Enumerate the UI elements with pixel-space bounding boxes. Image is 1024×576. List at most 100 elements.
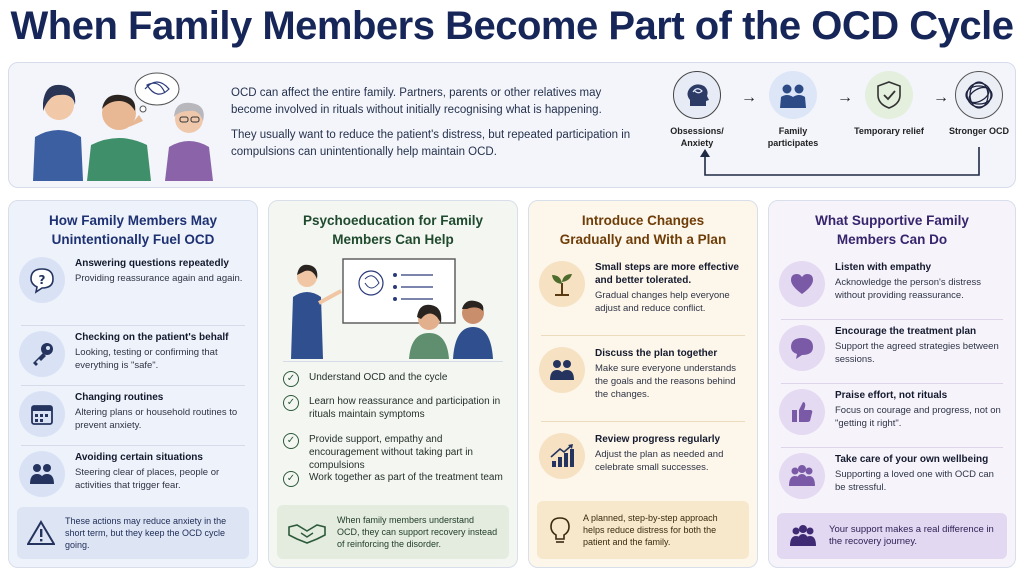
cycle-step-obsessions: Obsessions/ Anxiety — [657, 71, 737, 149]
divider — [21, 445, 245, 446]
psycho-item: ✓ Understand OCD and the cycle — [283, 371, 505, 387]
divider — [781, 447, 1003, 448]
calendar-icon — [19, 391, 65, 437]
supportive-note-text: Your support makes a real difference in … — [829, 524, 994, 547]
fuel-item-title: Avoiding certain situations — [75, 452, 203, 463]
supportive-note: Your support makes a real difference in … — [777, 513, 1007, 559]
fuel-item-title: Changing routines — [75, 392, 164, 403]
fuel-item-text: Altering plans or household routines to … — [75, 407, 238, 431]
head-thoughts-icon — [673, 71, 721, 119]
supportive-item-text: Acknowledge the person's distress withou… — [835, 277, 981, 301]
group-icon — [779, 453, 825, 499]
intro-text: OCD can affect the entire family. Partne… — [231, 85, 641, 169]
psycho-item: ✓ Learn how reassurance and participatio… — [283, 395, 505, 421]
key-icon — [19, 331, 65, 377]
page-title: When Family Members Become Part of the O… — [10, 4, 1014, 48]
gradual-item-title: Small steps are more effective and bette… — [595, 262, 739, 286]
psycho-item: ✓ Work together as part of the treatment… — [283, 471, 505, 487]
supportive-item-text: Focus on courage and progress, not on "g… — [835, 405, 1001, 429]
fuel-ocd-panel: How Family Members May Unintentionally F… — [8, 200, 258, 568]
cycle-label: Obsessions/ Anxiety — [670, 126, 724, 148]
intro-paragraph-1: OCD can affect the entire family. Partne… — [231, 87, 602, 116]
gradual-note: A planned, step-by-step approach helps r… — [537, 501, 749, 559]
fuel-item-text: Looking, testing or confirming that ever… — [75, 347, 218, 371]
scribble-icon — [955, 71, 1003, 119]
warning-icon — [27, 520, 55, 545]
gradual-heading: Introduce Changes Gradually and With a P… — [559, 213, 727, 247]
group-icon — [790, 525, 816, 546]
checkmark-icon: ✓ — [283, 471, 299, 487]
psycho-item-text: Understand OCD and the cycle — [309, 372, 448, 383]
cycle-arrow-icon: → — [741, 89, 757, 106]
divider — [781, 319, 1003, 320]
family-illustration — [33, 72, 213, 181]
supportive-item-text: Support the agreed strategies between se… — [835, 341, 999, 365]
teaching-illustration — [291, 258, 493, 359]
supportive-item-title: Encourage the treatment plan — [835, 326, 977, 337]
divider — [283, 361, 503, 362]
supportive-panel: What Supportive Family Members Can Do Li… — [768, 200, 1016, 568]
intro-paragraph-2: They usually want to reduce the patient'… — [231, 129, 631, 158]
thumbs-up-icon — [779, 389, 825, 435]
fuel-item-title: Answering questions repeatedly — [75, 258, 229, 269]
cycle-label: Stronger OCD — [948, 126, 1009, 136]
fuel-item-text: Steering clear of places, people or acti… — [75, 467, 220, 491]
psychoeducation-panel: Psychoeducation for Family Members Can H… — [268, 200, 518, 568]
heart-icon — [779, 261, 825, 307]
divider — [781, 383, 1003, 384]
psycho-item-text: Learn how reassurance and participation … — [309, 396, 501, 420]
people-icon — [539, 347, 585, 393]
divider — [21, 385, 245, 386]
supportive-item-title: Praise effort, not rituals — [835, 390, 948, 401]
family-icon — [769, 71, 817, 119]
cycle-step-stronger: Stronger OCD — [945, 71, 1013, 137]
fuel-heading: How Family Members May Unintentionally F… — [48, 213, 218, 247]
fuel-note-text: These actions may reduce anxiety in the … — [65, 516, 227, 550]
cycle-step-relief: Temporary relief — [849, 71, 929, 137]
cycle-arrow-icon: → — [837, 89, 853, 106]
gradual-item-title: Discuss the plan together — [595, 348, 718, 359]
cycle-return-arrow-icon — [700, 147, 980, 176]
psycho-item-text: Work together as part of the treatment t… — [309, 472, 503, 483]
psycho-note: When family members understand OCD, they… — [277, 505, 509, 559]
cycle-label: Temporary relief — [854, 126, 924, 136]
cycle-arrow-icon: → — [933, 89, 949, 106]
people-icon — [19, 451, 65, 497]
psycho-item-text: Provide support, empathy and encourageme… — [309, 434, 473, 471]
supportive-item-text: Supporting a loved one with OCD can be s… — [835, 469, 994, 493]
checkmark-icon: ✓ — [283, 395, 299, 411]
growth-chart-icon — [539, 433, 585, 479]
psycho-item: ✓ Provide support, empathy and encourage… — [283, 433, 505, 472]
checkmark-icon: ✓ — [283, 433, 299, 449]
handshake-icon — [288, 524, 326, 544]
speech-bubble-icon — [779, 325, 825, 371]
gradual-item-text: Adjust the plan as needed and celebrate … — [595, 449, 724, 473]
psycho-note-text: When family members understand OCD, they… — [337, 515, 498, 549]
gradual-changes-panel: Introduce Changes Gradually and With a P… — [528, 200, 758, 568]
cycle-label: Family participates — [767, 126, 819, 148]
gradual-item-text: Make sure everyone understands the goals… — [595, 363, 736, 400]
intro-panel: OCD can affect the entire family. Partne… — [8, 62, 1016, 188]
shield-check-icon — [865, 71, 913, 119]
divider — [541, 421, 745, 422]
cycle-step-family: Family participates — [753, 71, 833, 149]
svg-text:?: ? — [39, 273, 46, 287]
gradual-item-title: Review progress regularly — [595, 434, 721, 445]
gradual-item: Small steps are more effective and bette… — [539, 261, 749, 315]
divider — [21, 325, 245, 326]
gradual-note-text: A planned, step-by-step approach helps r… — [583, 513, 718, 547]
checkmark-icon: ✓ — [283, 371, 299, 387]
supportive-item-title: Take care of your own wellbeing — [835, 454, 989, 465]
supportive-heading: What Supportive Family Members Can Do — [815, 213, 969, 247]
fuel-item-title: Checking on the patient's behalf — [75, 332, 229, 343]
